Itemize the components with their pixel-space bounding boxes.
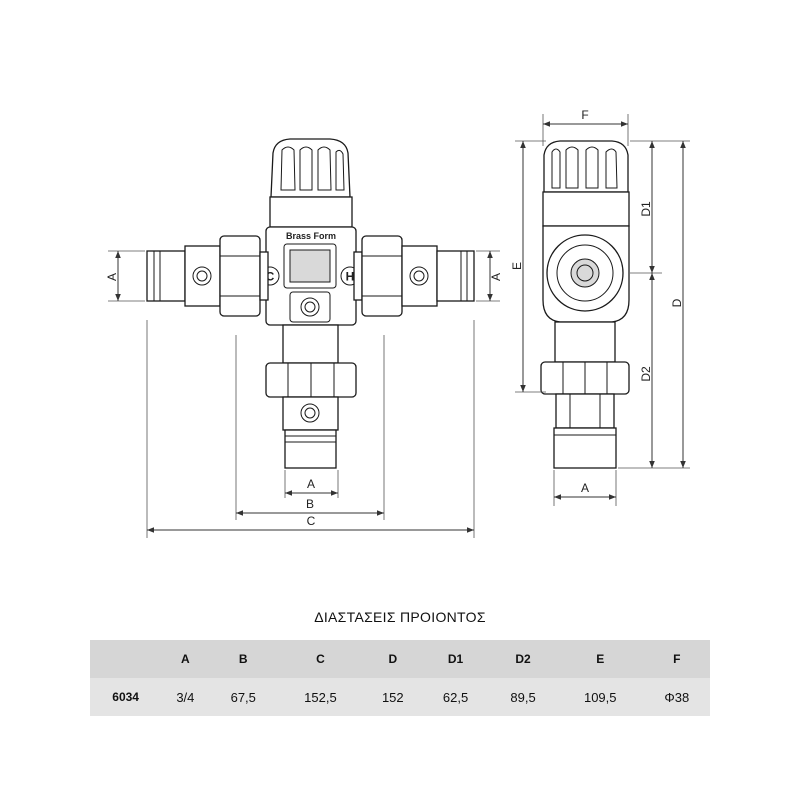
- dim-f: F: [542, 108, 629, 146]
- bottom-outlet: [265, 324, 357, 469]
- brand-label: Brass Form: [286, 231, 336, 241]
- header-cell: B: [238, 652, 248, 666]
- dim-a-right-label: A: [489, 273, 503, 281]
- header-cell: [90, 640, 161, 678]
- front-view: Brass Form C H: [105, 138, 503, 538]
- table-header-row: A B C D D1 D2 E F: [90, 640, 710, 678]
- hot-port-label: H: [346, 270, 355, 284]
- side-body: [542, 225, 630, 363]
- dim-d1-label: D1: [639, 201, 653, 217]
- header-cell: C: [316, 652, 325, 666]
- dim-a-side: A: [553, 470, 617, 506]
- dim-d-label: D: [670, 298, 684, 307]
- table-cell: 3/4: [176, 689, 195, 705]
- side-outlet: [540, 361, 630, 469]
- product-code-cell: 6034: [112, 690, 139, 704]
- table-title: ΔΙΑΣΤΑΣΕΙΣ ΠΡΟΙΟΝΤΟΣ: [314, 609, 486, 625]
- table-cell: Φ38: [664, 689, 690, 705]
- dim-a-bottom: A: [284, 470, 339, 498]
- header-cell: F: [673, 652, 681, 666]
- valve-body: Brass Form C H: [260, 226, 360, 326]
- dim-e-label: E: [510, 262, 524, 270]
- dim-a-left: A: [105, 250, 145, 302]
- left-inlet: [146, 235, 269, 317]
- header-cell: D: [388, 652, 398, 666]
- dim-b: B: [235, 335, 385, 520]
- dim-a-bottom-label: A: [307, 477, 315, 491]
- dim-e: E: [510, 140, 546, 393]
- adjustment-knob: [269, 138, 353, 228]
- header-cell: D1: [447, 652, 464, 666]
- table-cell: 109,5: [583, 689, 617, 705]
- dim-d2: D2: [618, 273, 690, 469]
- side-view: F E D1 D2 D: [510, 108, 690, 506]
- table-cell: 152,5: [304, 689, 337, 705]
- table-cell: 89,5: [510, 689, 536, 705]
- right-inlet: [353, 235, 475, 317]
- dim-c: C: [146, 320, 475, 538]
- header-cell: E: [596, 652, 605, 666]
- dim-a-right: A: [476, 250, 503, 302]
- dimensions-table: A B C D D1 D2 E F 6034 3/4 67,5 152,5 15…: [90, 640, 710, 716]
- dim-d: D: [670, 141, 686, 468]
- table-cell: 62,5: [442, 689, 469, 705]
- dim-f-label: F: [581, 108, 588, 122]
- dim-a-left-label: A: [105, 273, 119, 281]
- table-row: 6034 3/4 67,5 152,5 152 62,5 89,5 109,5 …: [90, 678, 710, 716]
- table-cell: 152: [381, 689, 404, 705]
- dim-b-label: B: [306, 497, 314, 511]
- side-knob: [542, 140, 630, 227]
- dim-a-side-label: A: [581, 481, 589, 495]
- dim-c-label: C: [307, 514, 316, 528]
- header-cell: D2: [515, 652, 531, 666]
- header-cell: A: [181, 652, 190, 666]
- technical-drawing: Brass Form C H: [105, 108, 690, 538]
- dim-d2-label: D2: [639, 366, 653, 382]
- table-cell: 67,5: [230, 689, 256, 705]
- cold-port-label: C: [266, 270, 275, 284]
- dim-d1: D1: [630, 140, 690, 274]
